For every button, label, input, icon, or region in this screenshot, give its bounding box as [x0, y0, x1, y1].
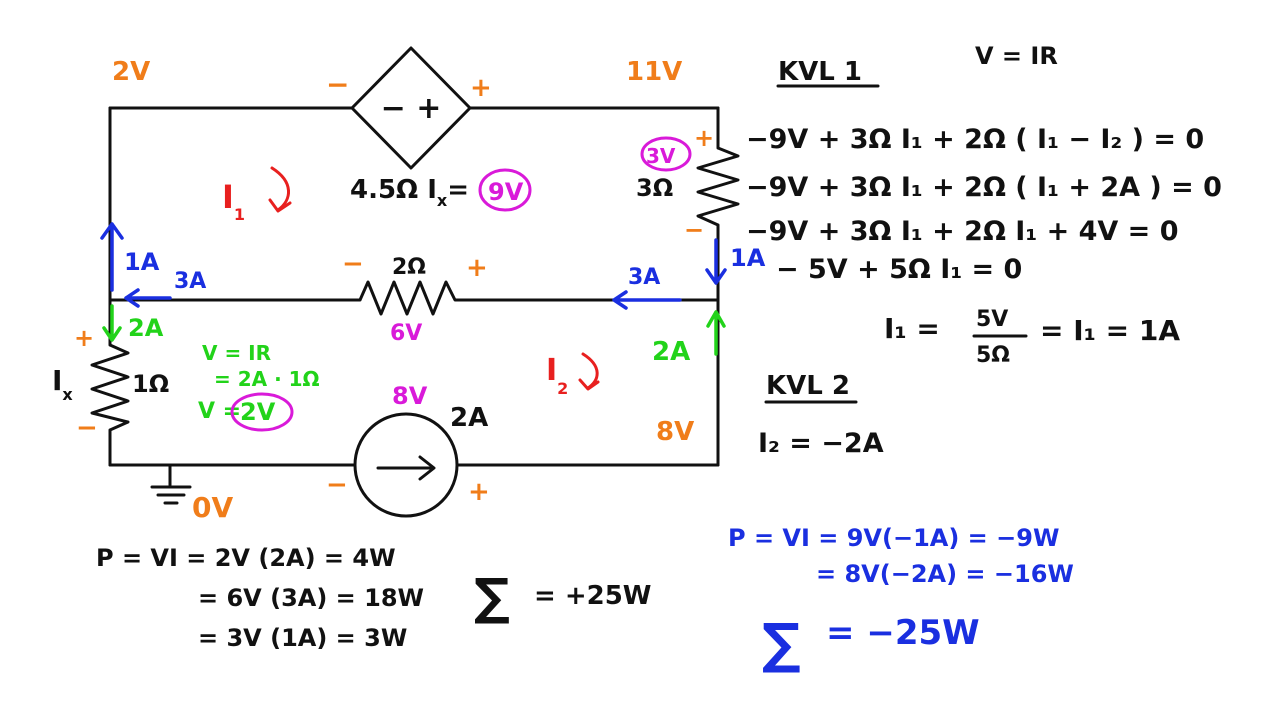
node-voltage-top-right: 11V — [626, 57, 682, 87]
arrow-right-icon — [376, 455, 436, 481]
power-absorbed-sum-symbol: ∑ — [474, 568, 510, 626]
power-absorbed-line-1: P = VI = 2V (2A) = 4W — [96, 544, 396, 572]
resistor-2ohm-label: 2Ω — [392, 255, 426, 280]
kvl1-line-2: −9V + 3Ω I₁ + 2Ω ( I₁ + 2A ) = 0 — [746, 172, 1222, 203]
current-source — [353, 412, 459, 518]
kvl2-line: I₂ = −2A — [758, 428, 884, 459]
arrow-up-left-icon — [100, 222, 124, 292]
current-left-mid: 3A — [174, 269, 206, 294]
power-supplied-sum-symbol: ∑ — [762, 612, 801, 675]
i1-solution-lhs: I₁ = — [884, 312, 940, 345]
current-right-down: 1A — [730, 244, 766, 272]
resistor-3ohm-neg: − — [684, 216, 704, 244]
resistor-1ohm-neg: − — [76, 413, 98, 443]
resistor-2ohm — [358, 280, 462, 316]
node-voltage-ground: 0V — [192, 491, 233, 524]
circle-9v-mark — [478, 168, 532, 212]
resistor-1ohm-label: 1Ω — [132, 370, 169, 398]
arrow-up-right-green-icon — [706, 310, 726, 356]
dependent-source-polarity: − + — [381, 91, 442, 126]
arrow-down-right-icon — [705, 238, 727, 285]
i1-solution-rhs: = I₁ = 1A — [1040, 314, 1180, 347]
loop-arrow-i2-icon — [578, 352, 600, 391]
kvl2-title: KVL 2 — [766, 371, 850, 401]
power-absorbed-sum-value: = +25W — [534, 581, 651, 611]
resistor-3ohm — [696, 146, 740, 227]
current-left-down: 2A — [128, 314, 164, 342]
kvl1-line-3: −9V + 3Ω I₁ + 2Ω I₁ + 4V = 0 — [746, 216, 1179, 247]
ohm-work-line2: = 2A · 1Ω — [214, 367, 320, 391]
resistor-3ohm-pos: + — [694, 124, 714, 152]
current-source-value: 2A — [450, 403, 488, 433]
arrow-left-right-branch-icon — [612, 290, 682, 310]
resistor-2ohm-neg: − — [342, 249, 364, 279]
current-right-up: 2A — [652, 337, 690, 367]
ohm-work-line3-value: 2V — [240, 398, 276, 426]
node-voltage-current-source: 8V — [392, 382, 428, 410]
dependent-source-value: 9V — [488, 178, 524, 206]
current-ix-label: Ix — [52, 364, 73, 404]
resistor-1ohm-pos: + — [74, 324, 94, 352]
current-source-pos: + — [468, 477, 490, 507]
circle-3v-mark — [640, 136, 692, 172]
power-absorbed-line-3: = 3V (1A) = 3W — [198, 624, 407, 652]
loop-current-i1: I1 — [222, 178, 245, 224]
current-right-mid: 3A — [628, 265, 660, 290]
arrow-down-left-green-icon — [102, 304, 122, 342]
i1-solution-den: 5Ω — [976, 343, 1010, 368]
current-left-up: 1A — [124, 248, 160, 276]
current-source-neg: − — [326, 470, 348, 500]
kvl1-line-4: − 5V + 5Ω I₁ = 0 — [776, 254, 1022, 285]
kvl1-line-1: −9V + 3Ω I₁ + 2Ω ( I₁ − I₂ ) = 0 — [746, 124, 1204, 155]
dependent-source-neg: − — [326, 68, 349, 101]
power-absorbed-line-2: = 6V (3A) = 18W — [198, 584, 424, 612]
power-supplied-line-2: = 8V(−2A) = −16W — [816, 560, 1074, 588]
resistor-2ohm-pos: + — [466, 253, 488, 283]
kvl1-title: KVL 1 — [778, 57, 862, 87]
circle-2v-mark — [230, 392, 294, 432]
arrow-left-icon — [124, 288, 172, 308]
i1-solution-num: 5V — [976, 307, 1008, 332]
dependent-source-pos: + — [470, 73, 492, 103]
dependent-voltage-source: − + — [350, 46, 472, 170]
resistor-3ohm-drop: 3V — [646, 144, 676, 168]
resistor-3ohm-label: 3Ω — [636, 174, 673, 202]
node-voltage-resistor-2ohm: 6V — [390, 321, 422, 346]
ohm-work-line1: V = IR — [202, 341, 271, 365]
loop-current-i2: I2 — [546, 353, 568, 398]
ohms-law: V = IR — [975, 42, 1058, 70]
node-voltage-top-left: 2V — [112, 57, 150, 87]
node-voltage-bottom-right: 8V — [656, 417, 694, 447]
resistor-1ohm — [90, 343, 130, 432]
dependent-source-expr: 4.5Ω Ix= — [350, 175, 469, 210]
power-supplied-sum-value: = −25W — [826, 613, 980, 653]
loop-arrow-i1-icon — [268, 166, 292, 213]
power-supplied-line-1: P = VI = 9V(−1A) = −9W — [728, 524, 1059, 552]
